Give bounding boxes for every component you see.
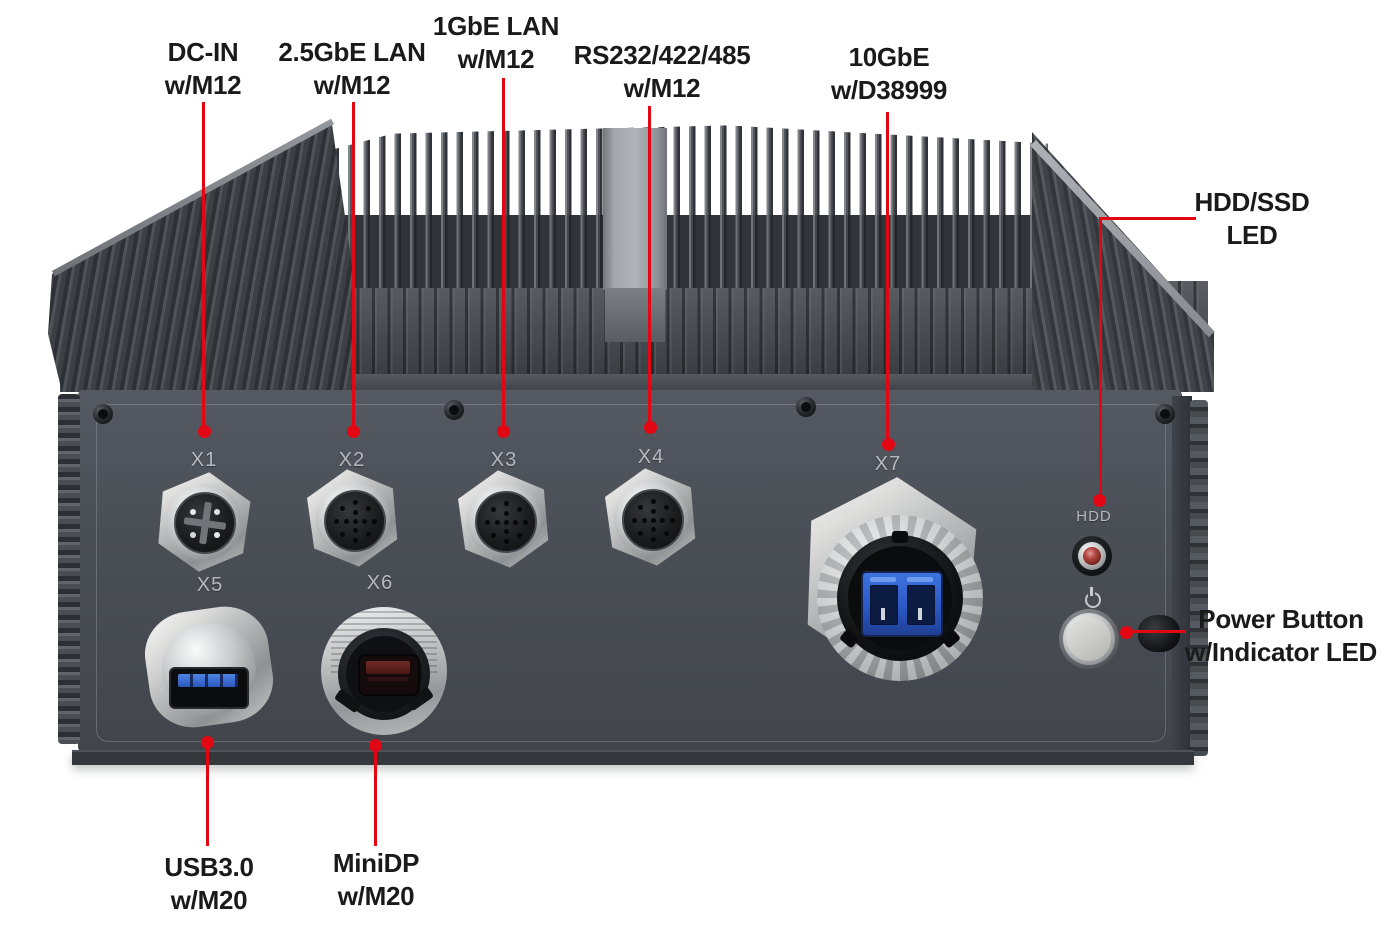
leader-dot-1gbe [497, 425, 510, 438]
callout-10gbe-line2: w/D38999 [830, 75, 948, 105]
x4-face [622, 489, 684, 551]
leader-10gbe [886, 112, 889, 441]
leader-dot-hdd [1093, 494, 1106, 507]
panel-screw [1155, 404, 1175, 424]
callout-hdd-ssd-led: HDD/SSD LED [1112, 186, 1392, 252]
x6-minidp-receptacle [358, 654, 420, 696]
port-label-x4: X4 [637, 446, 665, 468]
callout-2-5gbe-line1: 2.5GbE LAN [278, 37, 426, 67]
leader-hdd-vertical [1099, 217, 1102, 497]
port-label-hdd: HDD [1076, 508, 1112, 525]
leader-hdd-horizontal [1100, 217, 1196, 220]
leader-dot-serial [644, 421, 657, 434]
callout-usb3-line1: USB3.0 [164, 852, 254, 882]
callout-serial-line2: w/M12 [623, 73, 701, 103]
callout-1gbe-lan: 1GbE LAN w/M12 [356, 10, 636, 76]
leader-dot-power [1120, 626, 1133, 639]
heatsink-fin-blades [286, 125, 1048, 288]
panel-screw [796, 397, 816, 417]
leader-dot-usb3 [201, 736, 214, 749]
chassis-bottom-strip [72, 750, 1194, 765]
x3-face [475, 491, 537, 553]
power-icon [1083, 587, 1101, 608]
port-label-x3: X3 [490, 449, 518, 471]
port-label-x6: X6 [366, 572, 394, 594]
x1-pins [202, 520, 208, 526]
callout-minidp: MiniDP w/M20 [236, 847, 516, 913]
chassis-right-side-band [1172, 396, 1192, 754]
leader-dc-in [202, 102, 205, 428]
hdd-led [1072, 536, 1112, 576]
callout-10gbe-line1: 10GbE [848, 42, 930, 72]
port-label-x5: X5 [196, 574, 224, 596]
power-button-face [1067, 617, 1111, 661]
leader-dot-2-5gbe [347, 425, 360, 438]
callout-dc-in-line2: w/M12 [164, 70, 242, 100]
callout-dc-in: DC-IN w/M12 [63, 36, 343, 102]
callout-usb3-line2: w/M20 [170, 885, 248, 915]
x3-pins [503, 519, 509, 525]
leader-usb3 [206, 741, 209, 846]
connector-x5-usb3 [139, 600, 279, 734]
callout-10gbe: 10GbE w/D38999 [749, 41, 1029, 107]
callout-power-button: Power Button w/Indicator LED [1141, 603, 1392, 669]
connector-x4-serial [603, 468, 699, 566]
panel-screw [444, 400, 464, 420]
callout-dc-in-line1: DC-IN [167, 37, 239, 67]
callout-2-5gbe-lan: 2.5GbE LAN w/M12 [212, 36, 492, 102]
chassis-right-serrated-edge [1190, 400, 1208, 756]
front-panel-outline [96, 404, 1166, 742]
heatsink-fin-shadow [286, 214, 1048, 288]
callout-power-line2: w/Indicator LED [1185, 637, 1377, 667]
callout-serial-line1: RS232/422/485 [573, 40, 751, 70]
port-label-x1: X1 [190, 449, 218, 471]
callout-usb3: USB3.0 w/M20 [69, 851, 349, 917]
heatsink-center-channel-foot [605, 288, 665, 342]
callout-2-5gbe-line2: w/M12 [313, 70, 391, 100]
callout-1gbe-line2: w/M12 [457, 44, 535, 74]
connector-x2-2-5gbe-lan [305, 469, 401, 567]
chassis-left-serrated-edge [58, 394, 80, 744]
x2-pins [352, 518, 358, 524]
callout-hdd-line1: HDD/SSD [1194, 187, 1310, 217]
side-plug-stub [1138, 615, 1180, 652]
connector-x1-dc-in [155, 472, 253, 572]
x1-face [174, 492, 236, 554]
callout-minidp-line2: w/M20 [337, 881, 415, 911]
leader-minidp [374, 744, 377, 846]
leader-dot-minidp [369, 739, 382, 752]
callout-power-line1: Power Button [1198, 604, 1364, 634]
x4-pins [650, 517, 656, 523]
leader-dot-10gbe [882, 438, 895, 451]
x5-usb-tongue [178, 674, 238, 687]
leader-1gbe [502, 78, 505, 428]
x7-lc-duplex-fiber [861, 571, 943, 637]
leader-2-5gbe [352, 102, 355, 428]
leader-power [1126, 630, 1186, 633]
power-button [1059, 609, 1119, 669]
leader-dot-dc-in [198, 425, 211, 438]
panel-screw [93, 404, 113, 424]
heatsink [46, 116, 1218, 392]
port-label-x2: X2 [338, 449, 366, 471]
heatsink-center-channel [603, 128, 667, 290]
x2-face [324, 490, 386, 552]
connector-x7-10gbe [797, 477, 987, 677]
leader-serial [648, 106, 651, 424]
hdd-led-lens [1083, 547, 1101, 565]
port-label-x7: X7 [874, 453, 902, 475]
connector-x6-minidp [321, 607, 447, 735]
callout-serial: RS232/422/485 w/M12 [522, 39, 802, 105]
callout-1gbe-line1: 1GbE LAN [432, 11, 560, 41]
x5-usb-receptacle [169, 667, 249, 709]
callout-hdd-line2: LED [1226, 220, 1278, 250]
connector-x3-1gbe-lan [456, 470, 552, 568]
callout-minidp-line1: MiniDP [332, 848, 420, 878]
